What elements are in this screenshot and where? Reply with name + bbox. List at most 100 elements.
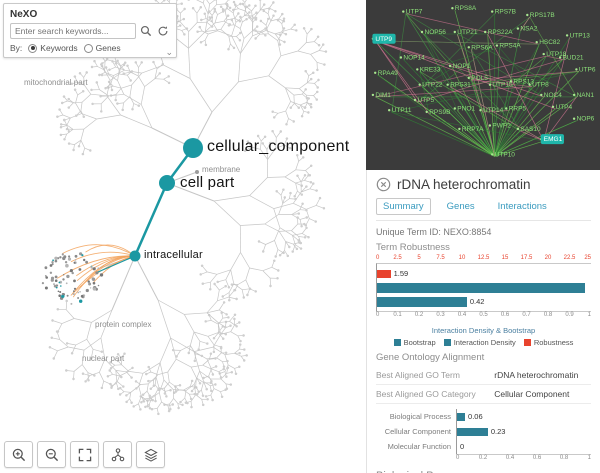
go-row-value: rDNA heterochromatin [494, 366, 591, 385]
gene-node[interactable]: KRE33 [420, 66, 441, 73]
term-node-intracellular[interactable] [129, 250, 141, 262]
hierarchy-button[interactable] [103, 441, 132, 468]
genes-radio-label: Genes [95, 43, 121, 53]
detail-header: rDNA heterochromatin [376, 177, 591, 198]
keywords-radio-option[interactable]: Keywords [28, 43, 78, 53]
gene-node[interactable]: UTP11 [392, 107, 412, 114]
gene-node[interactable]: RPS17B [530, 12, 555, 19]
search-input[interactable] [10, 23, 136, 39]
gene-node[interactable]: UTP7 [406, 9, 423, 16]
search-icon[interactable] [139, 24, 153, 38]
gene-node[interactable]: NOP6 [577, 116, 595, 123]
gene-node[interactable]: NOP56 [425, 29, 447, 36]
tab-genes[interactable]: Genes [446, 201, 475, 212]
gene-node[interactable]: UTP10 [495, 151, 516, 158]
close-icon[interactable] [376, 177, 391, 192]
gene-node[interactable]: PNO1 [457, 106, 475, 113]
gene-node[interactable]: UTP4 [556, 104, 573, 111]
axis-tick: 0.4 [505, 455, 515, 461]
axis-tick: 0.1 [393, 312, 402, 318]
fit-view-button[interactable] [70, 441, 99, 468]
axis-tick: 2.5 [393, 255, 402, 261]
svg-text:EMG1: EMG1 [544, 136, 563, 143]
tab-summary[interactable]: Summary [376, 198, 431, 215]
axis-tick: 17.5 [520, 255, 533, 261]
detail-tabs: Summary Genes Interactions [376, 198, 591, 221]
gene-node[interactable]: BUD21 [563, 55, 584, 62]
gene-node[interactable]: UTP8 [532, 82, 549, 89]
reset-icon[interactable] [156, 24, 170, 38]
gene-node[interactable]: RPS8A [455, 5, 477, 12]
gene-node[interactable]: UTP6 [579, 66, 596, 73]
axis-tick: 5 [417, 255, 421, 261]
genes-radio-option[interactable]: Genes [83, 43, 121, 53]
gene-node[interactable]: UTP22 [422, 82, 443, 89]
gene-node[interactable]: RRP7A [462, 126, 484, 133]
tab-interactions[interactable]: Interactions [497, 201, 547, 212]
ontology-tree-canvas[interactable] [0, 0, 366, 473]
gene-node[interactable]: RPS13 [513, 78, 534, 85]
gene-node[interactable]: RPS31 [450, 82, 471, 89]
gene-node[interactable]: RPS4A [499, 43, 521, 50]
go-chart-category: Cellular Component [384, 427, 451, 436]
axis-tick: 12.5 [477, 255, 490, 261]
zoom-out-icon [44, 447, 60, 463]
gene-node[interactable]: NOP1 [453, 63, 471, 70]
go-alignment-heading: Gene Ontology Alignment [376, 352, 485, 363]
gene-node[interactable]: EMG1 [540, 134, 564, 145]
gene-node[interactable]: NSA2 [520, 26, 537, 33]
svg-text:UTP9: UTP9 [375, 36, 392, 43]
gene-node[interactable]: UTP13 [570, 32, 591, 39]
gene-node[interactable]: UTP18 [546, 51, 567, 58]
collapse-chevron-icon[interactable]: ⌄ [165, 47, 173, 57]
go-chart-bar [457, 412, 466, 421]
interaction-density-bar [377, 296, 467, 307]
zoom-in-icon [11, 447, 27, 463]
gene-network-panel[interactable]: UTP7 RPS8A RPS7B RPS17B UTP9 NOP56 UTP21 RPS22A… [366, 0, 600, 170]
interaction-density-value: 0.42 [469, 297, 485, 306]
axis-tick: 0.2 [414, 312, 424, 318]
gene-node[interactable]: RPS22A [488, 29, 514, 36]
term-node-cellular-component[interactable] [183, 138, 203, 158]
zoom-out-button[interactable] [37, 441, 66, 468]
robustness-bar [377, 269, 391, 278]
map-toolbar [4, 441, 165, 468]
gene-node[interactable]: UTP5 [418, 97, 435, 104]
gene-node[interactable]: UTP9 [372, 33, 396, 44]
gene-node[interactable]: POL5 [471, 75, 488, 82]
keywords-radio[interactable] [28, 43, 38, 53]
axis-tick: 1 [587, 455, 591, 461]
gene-node[interactable]: HSC82 [539, 39, 560, 46]
gene-node[interactable]: RRP5 [509, 106, 527, 113]
gene-node[interactable]: UTP14 [483, 107, 504, 114]
axis-tick: 0.2 [478, 455, 488, 461]
gene-node[interactable]: PWP2 [492, 123, 511, 130]
gene-node[interactable]: NAN1 [577, 92, 595, 99]
layers-icon [143, 447, 159, 463]
layers-button[interactable] [136, 441, 165, 468]
gene-node[interactable]: RPS9B [429, 109, 450, 116]
gene-node[interactable]: UTP15 [492, 82, 513, 89]
gene-node[interactable]: UTP21 [457, 29, 478, 36]
axis-tick: 22.5 [563, 255, 576, 261]
axis-tick: 0.9 [565, 312, 574, 318]
gene-node[interactable]: RPA49 [378, 70, 398, 77]
go-chart-barzone: 0.06 [456, 409, 591, 424]
axis-tick: 1 [587, 312, 591, 318]
gene-network-canvas[interactable]: UTP7 RPS8A RPS7B RPS17B UTP9 NOP56 UTP21 RPS22A… [366, 0, 600, 170]
term-node-cell-part[interactable] [159, 175, 175, 191]
gene-node[interactable]: RPS7B [495, 9, 516, 16]
gene-node[interactable]: RPS6A [471, 44, 493, 51]
zoom-in-button[interactable] [4, 441, 33, 468]
genes-radio[interactable] [83, 43, 93, 53]
gene-node[interactable]: DIM1 [375, 92, 391, 99]
axis-tick: 20 [544, 255, 552, 261]
axis-tick: 0.4 [457, 312, 467, 318]
gene-node[interactable]: NOP14 [403, 55, 425, 62]
gene-node[interactable]: SAS10 [520, 126, 541, 133]
gene-node[interactable]: NOC4 [544, 92, 562, 99]
